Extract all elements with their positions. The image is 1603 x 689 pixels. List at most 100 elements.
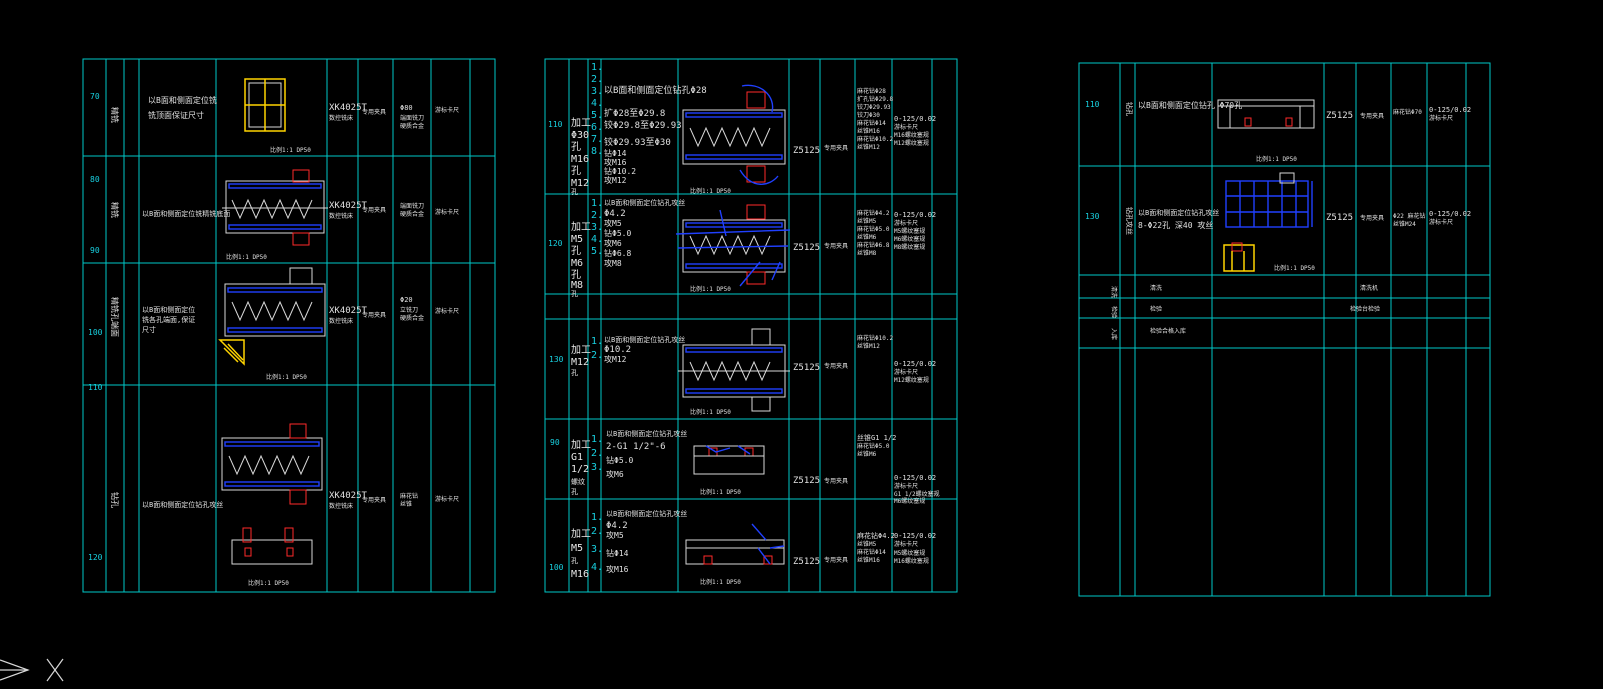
process-name: G1 bbox=[571, 452, 583, 463]
step-number: 4. bbox=[591, 98, 603, 109]
process-name: M12 bbox=[571, 178, 589, 189]
gauge: 0-125/0.02 bbox=[894, 532, 936, 540]
scale-label: 比例1:1 DP50 bbox=[1256, 155, 1297, 163]
process-name: 钻孔攻丝 bbox=[1125, 207, 1134, 235]
process-name: M5 bbox=[571, 234, 583, 245]
part-drawing-front-view[interactable] bbox=[222, 169, 328, 246]
cutting-tool: 麻花钻Φ6.8 bbox=[857, 241, 890, 249]
gauge: 游标卡尺 bbox=[894, 368, 918, 376]
gauge: 0-125/0.02 bbox=[894, 211, 936, 219]
part-drawing-op90[interactable] bbox=[693, 445, 765, 475]
process-name: M5 bbox=[571, 543, 583, 554]
gauge: 0-125/0.02 bbox=[894, 474, 936, 482]
step-number: 3. bbox=[591, 86, 603, 97]
cutting-tool: 立铣刀 bbox=[400, 306, 418, 314]
cutting-tool: 麻花钻Φ14 bbox=[857, 548, 886, 556]
op-number: 130 bbox=[549, 355, 564, 364]
cutting-tool: 丝锥M16 bbox=[857, 556, 880, 564]
sheet-2-grid bbox=[544, 58, 958, 593]
part-drawing-op100[interactable] bbox=[685, 523, 785, 565]
step-text: 钻Φ10.2 bbox=[604, 166, 636, 176]
cutting-tool: 麻花钻Φ28 bbox=[857, 87, 886, 95]
process-description: 尺寸 bbox=[142, 325, 156, 334]
row-100: 加工 M5 孔 M16 1. 2. 3. 4. 以B面和侧面定位钻孔攻丝 Φ4.… bbox=[571, 509, 936, 586]
process-description: 以B面和侧面定位铣精铣底面 bbox=[142, 209, 230, 218]
step-number: 3. bbox=[591, 462, 603, 473]
sheet-3[interactable]: 110 130 钻孔 以B面和侧面定位钻孔 Φ70孔 Z5125 专用夹具 麻花… bbox=[1078, 62, 1491, 597]
step-number: 2. bbox=[591, 526, 603, 537]
step-number: 4. bbox=[591, 234, 603, 245]
scale-label: 比例1:1 DP50 bbox=[248, 579, 289, 587]
part-drawing-op130-s3[interactable] bbox=[1223, 172, 1313, 272]
cutting-tool: 丝锥 bbox=[400, 500, 412, 508]
part-drawing-top-view[interactable] bbox=[244, 78, 286, 132]
gauge: M6螺纹塞规 bbox=[894, 497, 925, 505]
step-text: 铰Φ29.8至Φ29.93 bbox=[604, 119, 682, 131]
gauge: 0-125/0.02 bbox=[894, 360, 936, 368]
step-number: 8. bbox=[591, 146, 603, 157]
process-name: 加工 bbox=[571, 344, 591, 356]
process-description: 铣各孔端面,保证 bbox=[142, 315, 195, 324]
sheet-1[interactable]: 70 80 90 100 110 120 精铣 以B面和侧面定位铣 铣顶面保证尺… bbox=[82, 58, 496, 593]
op-number: 100 bbox=[549, 563, 564, 572]
cutting-tool: 麻花钻Φ10.2 bbox=[857, 135, 893, 143]
machine-type: 数控铣床 bbox=[329, 212, 353, 220]
step-text: 钻Φ14 bbox=[606, 548, 629, 558]
cutting-tool: 麻花钻Φ14 bbox=[857, 119, 886, 127]
step-text: 铰Φ29.93至Φ30 bbox=[604, 136, 671, 148]
process-name: M6 bbox=[571, 258, 583, 269]
machine-type: 数控铣床 bbox=[329, 502, 353, 510]
process-name: M16 bbox=[571, 569, 589, 580]
part-drawing-drill-view[interactable] bbox=[221, 423, 323, 565]
gauge: 游标卡尺 bbox=[894, 219, 918, 227]
gauge: G1 1/2螺纹塞规 bbox=[894, 490, 940, 498]
fixture: 专用夹具 bbox=[1360, 214, 1384, 222]
gauge: M6螺纹塞规 bbox=[894, 235, 925, 243]
fixture: 专用夹具 bbox=[362, 311, 386, 319]
process-description: 以B面和侧面定位钻孔 Φ70孔 bbox=[1138, 100, 1242, 110]
step-text: 攻M16 bbox=[606, 564, 629, 574]
cutting-tool: 扩孔钻Φ29.8 bbox=[857, 95, 893, 103]
cutting-tool: 丝锥M5 bbox=[857, 217, 877, 225]
step-text: 攻M6 bbox=[604, 238, 622, 248]
cutting-tool: 麻花钻Φ4.2 bbox=[857, 209, 890, 217]
gauge: 游标卡尺 bbox=[894, 540, 918, 548]
fixture: 专用夹具 bbox=[824, 362, 848, 370]
fixture: 专用夹具 bbox=[824, 242, 848, 250]
gauge: M5螺纹塞规 bbox=[894, 227, 925, 235]
fixture: 专用夹具 bbox=[362, 496, 386, 504]
part-drawing-op120[interactable] bbox=[675, 204, 791, 287]
process-description: 以B面和侧面定位钻孔攻丝 bbox=[1138, 208, 1219, 217]
process-description: 以B面和侧面定位钻孔攻丝 bbox=[604, 335, 685, 344]
step-number: 5. bbox=[591, 110, 603, 121]
step-text: Φ10.2 bbox=[604, 345, 631, 355]
part-drawing-op110-s3[interactable] bbox=[1217, 99, 1315, 129]
process-name: 螺纹 bbox=[571, 477, 585, 486]
process-name: 孔 bbox=[571, 488, 578, 496]
cutting-tool: 硬质合金 bbox=[400, 210, 424, 218]
fixture: 专用夹具 bbox=[824, 144, 848, 152]
machine-model: Z5125 bbox=[1326, 213, 1353, 223]
step-number: 3. bbox=[591, 222, 603, 233]
step-text: 扩Φ28至Φ29.8 bbox=[604, 107, 665, 119]
step-number: 1. bbox=[591, 62, 603, 73]
cutting-tool: 丝锥G1 1/2 bbox=[857, 433, 896, 442]
process-name: Φ30 bbox=[571, 130, 589, 141]
process-description: 以B面和侧面定位 bbox=[142, 305, 195, 314]
process-description: 铣顶面保证尺寸 bbox=[148, 110, 204, 120]
op-number: 70 bbox=[90, 92, 100, 101]
process-name: 钻孔 bbox=[110, 492, 120, 508]
part-drawing-op110[interactable] bbox=[682, 84, 786, 185]
ucs-icon bbox=[0, 658, 64, 682]
scale-label: 比例1:1 DP50 bbox=[700, 488, 741, 496]
part-drawing-op130[interactable] bbox=[678, 328, 790, 412]
machine-model: XK4025T bbox=[329, 201, 368, 211]
cutting-tool: 丝锥M16 bbox=[857, 127, 880, 135]
row-110: 加工 Φ30 孔 M16 孔 M12 孔 1. 2. 3. 4. 5. 6. 7… bbox=[571, 62, 936, 196]
step-text: 攻M12 bbox=[604, 354, 627, 364]
scale-label: 比例1:1 DP50 bbox=[700, 578, 741, 586]
gauge: 0-125/0.02 bbox=[894, 115, 936, 123]
part-drawing-side-view[interactable] bbox=[218, 267, 326, 366]
sheet-2[interactable]: 110 120 130 90 100 加工 Φ30 孔 M16 孔 M12 孔 … bbox=[544, 58, 958, 593]
